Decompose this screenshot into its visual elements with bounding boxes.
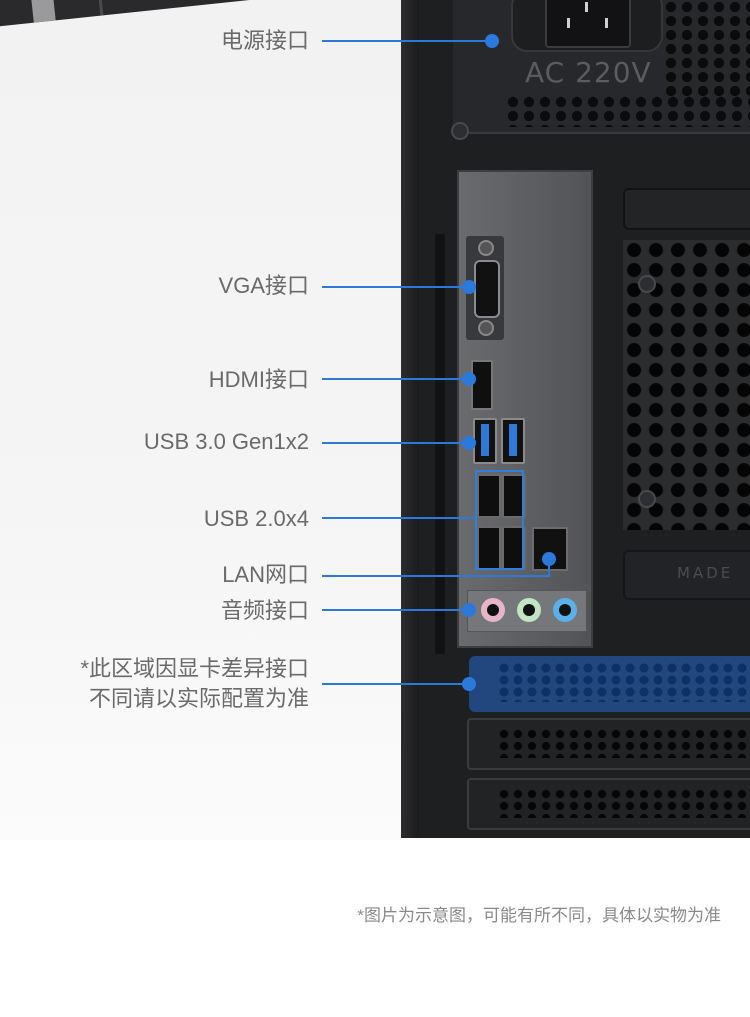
label-gpu-note-line2: 不同请以实际配置为准 <box>88 686 309 711</box>
label-hdmi-port: HDMI接口 <box>208 367 309 392</box>
label-gpu-note-line1: *此区域因显卡差异接口 <box>80 656 309 681</box>
callout-line-audio <box>322 609 470 611</box>
callout-dot-audio <box>462 603 476 617</box>
lan-port <box>532 527 568 571</box>
footer-disclaimer: *图片为示意图，可能有所不同，具体以实物为准 <box>357 906 721 925</box>
callout-dot-gpu <box>462 677 476 691</box>
label-vga-port: VGA接口 <box>218 273 309 298</box>
case-rail <box>435 234 445 654</box>
audio-jack-green <box>517 598 541 622</box>
callout-line-usb3 <box>322 442 470 444</box>
usb3-port <box>501 418 525 464</box>
label-power-port: 电源接口 <box>220 28 309 53</box>
expansion-slot-cover <box>467 778 750 830</box>
case-side-edge <box>401 0 419 838</box>
callout-line-lan-vertical <box>548 560 550 577</box>
psu-voltage-marking: AC 220V <box>525 56 652 89</box>
case-panel <box>623 188 750 230</box>
usb2-port <box>477 526 501 570</box>
usb2-port <box>477 474 501 518</box>
callout-dot-power <box>485 34 499 48</box>
label-usb2-ports: USB 2.0x4 <box>203 506 309 531</box>
callout-line-power <box>322 40 492 42</box>
hdmi-port <box>471 360 493 410</box>
callout-line-gpu <box>322 683 470 685</box>
case-label-panel: MADE <box>623 550 750 600</box>
vga-port <box>466 236 504 340</box>
callout-line-vga <box>322 286 470 288</box>
label-usb3-ports: USB 3.0 Gen1x2 <box>143 429 309 454</box>
pc-case-rear: AC 220V MADE <box>401 0 750 838</box>
callout-dot-lan <box>542 552 556 566</box>
callout-line-usb2 <box>322 517 476 519</box>
callout-dot-usb3 <box>462 436 476 450</box>
screw-icon <box>451 122 469 140</box>
callout-line-hdmi <box>322 378 470 380</box>
usb3-port <box>473 418 497 464</box>
power-supply: AC 220V <box>453 0 750 134</box>
callout-dot-vga <box>462 280 476 294</box>
gpu-slot-highlighted <box>469 656 750 712</box>
label-audio-ports: 音频接口 <box>220 598 309 623</box>
expansion-slot-cover <box>467 718 750 770</box>
label-lan-port: LAN网口 <box>222 562 309 587</box>
panel-marking: MADE <box>677 564 734 582</box>
screw-icon <box>638 275 656 293</box>
callout-dot-hdmi <box>462 372 476 386</box>
audio-jack-pink <box>481 598 505 622</box>
audio-jack-blue <box>553 598 577 622</box>
callout-line-lan <box>322 575 550 577</box>
power-socket-icon <box>545 0 631 48</box>
screw-icon <box>638 490 656 508</box>
usb2-highlight-box <box>475 470 524 570</box>
